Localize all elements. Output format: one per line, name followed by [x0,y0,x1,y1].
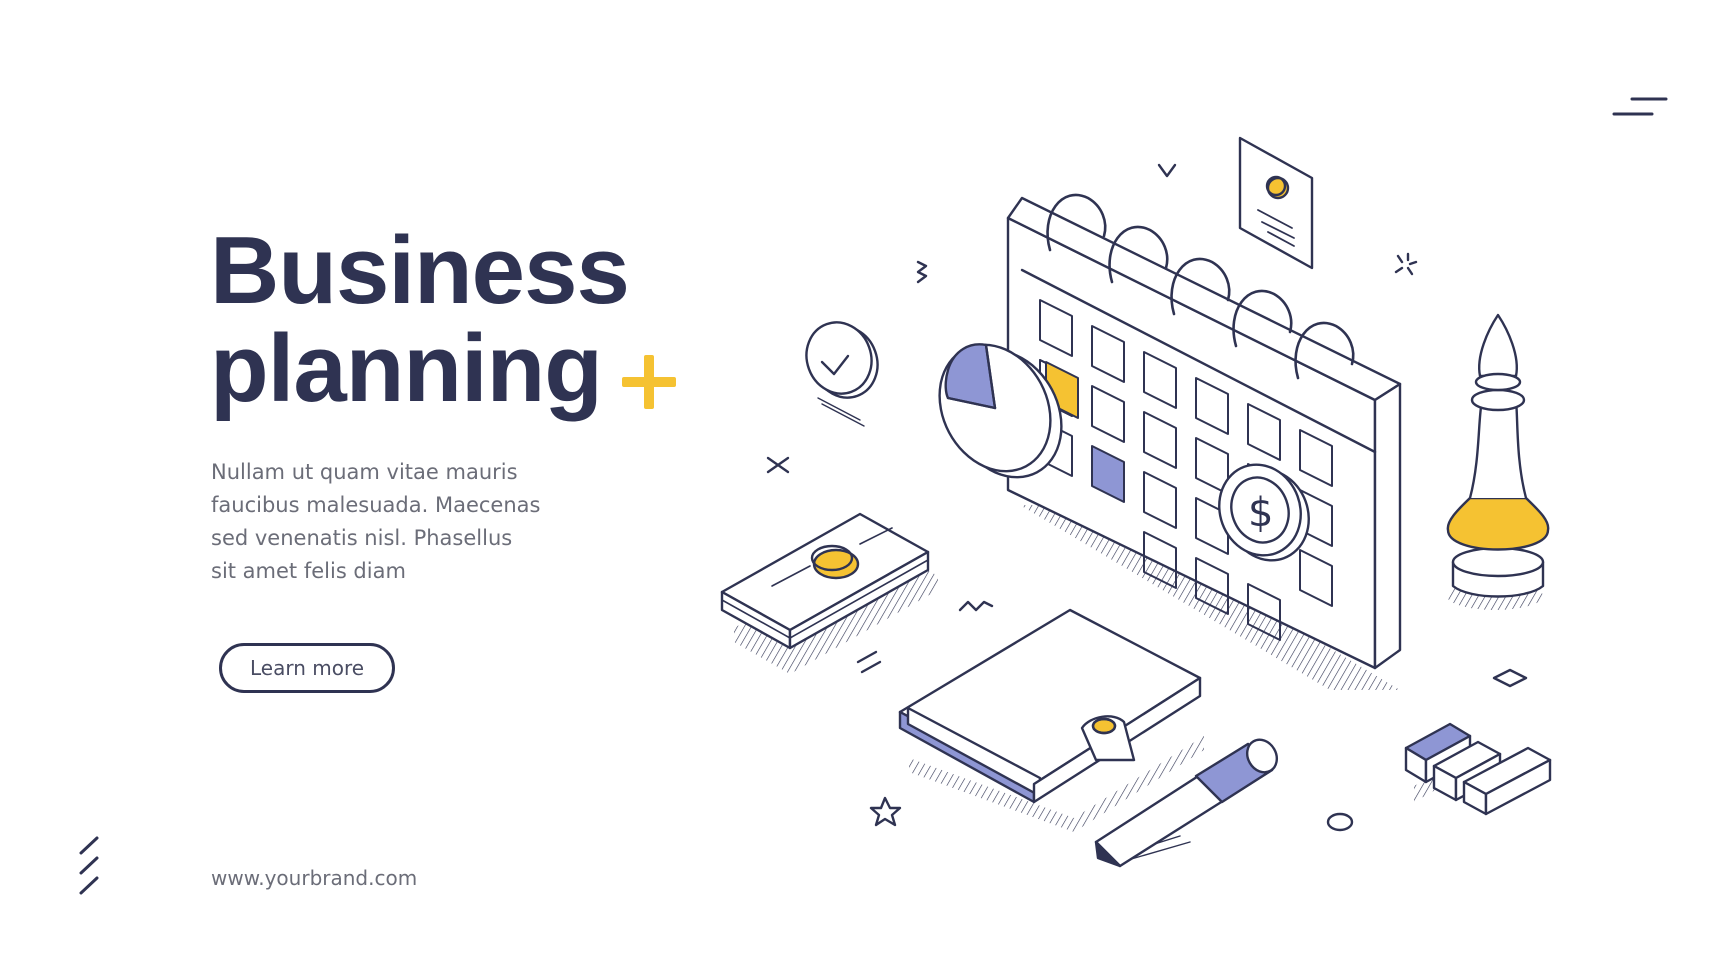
calendar-shadow [1020,505,1400,690]
document-card-icon [1238,136,1314,270]
business-planning-illustration: $ [720,136,1552,868]
pie-chart-icon [938,343,1063,479]
bars-icon [1404,722,1552,816]
slash-line-icon [79,856,99,875]
website-link[interactable]: www.yourbrand.com [211,866,418,890]
plus-icon [622,355,676,409]
clock-icon [805,321,879,427]
wallet-icon [898,608,1204,832]
pen-icon [1094,738,1279,868]
coin-symbol: $ [1248,490,1273,536]
learn-more-button[interactable]: Learn more [219,643,395,693]
description-text: Nullam ut quam vitae mauris faucibus mal… [211,456,591,588]
coin-icon: $ [1218,463,1310,562]
description-line: faucibus malesuada. Maecenas [211,493,541,517]
money-stack-icon [720,512,938,674]
description-line: Nullam ut quam vitae mauris [211,460,518,484]
chess-bishop-icon [1446,313,1550,610]
description-line: sed venenatis nisl. Phasellus [211,526,513,550]
slash-line-icon [79,876,99,895]
page-title: Business planning [210,217,630,422]
scatter-marks [766,163,1528,832]
title-line-2: planning [210,315,603,422]
description-line: sit amet felis diam [211,559,406,583]
title-line-1: Business [210,217,630,324]
slash-line-icon [79,836,99,855]
